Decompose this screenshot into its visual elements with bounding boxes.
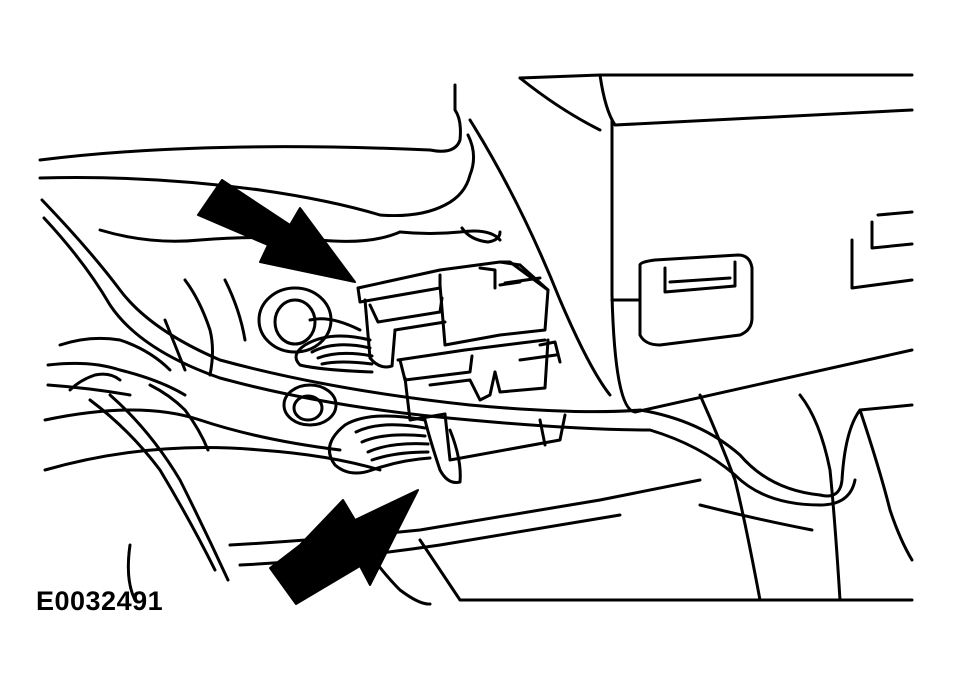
arrow-pointer-icon bbox=[197, 179, 356, 283]
harness-tube bbox=[40, 198, 914, 507]
figure-id-label: E0032491 bbox=[36, 586, 164, 616]
wire-bundle-upper bbox=[294, 317, 374, 374]
module-housing bbox=[468, 73, 914, 414]
wire-bundle-lower bbox=[327, 414, 462, 484]
lower-connector bbox=[396, 338, 567, 462]
left-wiring bbox=[43, 278, 382, 602]
upper-connector bbox=[356, 260, 550, 369]
arrow-pointer-icon bbox=[269, 489, 419, 605]
